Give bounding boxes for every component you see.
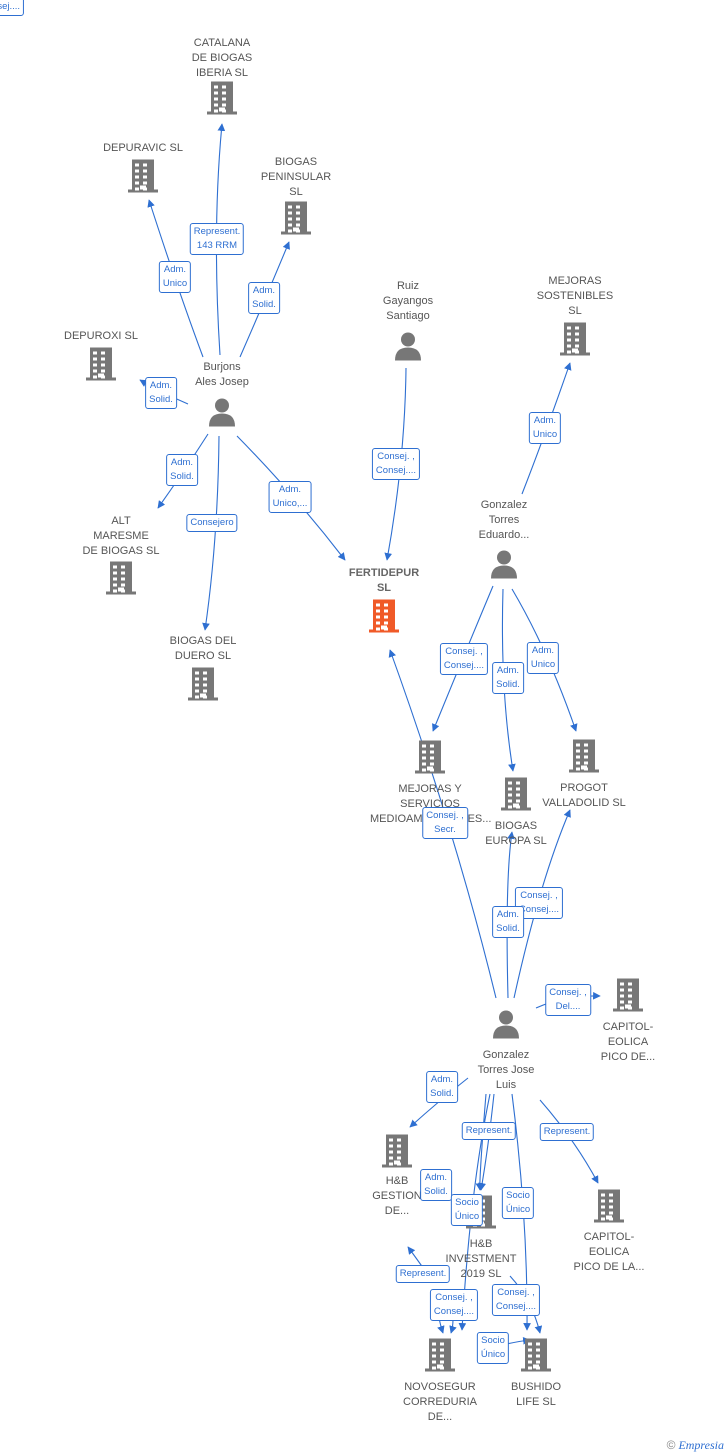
edge-label: Represent. 143 RRM bbox=[189, 223, 245, 255]
edge-label: Adm. Unico bbox=[528, 412, 562, 444]
edge-label: Represent. bbox=[395, 1265, 451, 1283]
edge-label: Socio Único bbox=[476, 1332, 510, 1364]
edge-label: Adm. Solid. bbox=[492, 662, 524, 694]
copyright-symbol: © bbox=[666, 1438, 676, 1452]
node-label[interactable]: BIOGAS EUROPA SL bbox=[485, 820, 547, 847]
node-label[interactable]: H&B INVESTMENT 2019 SL bbox=[445, 1238, 517, 1280]
edge-label: Consej. , Secr. bbox=[422, 807, 468, 839]
building-icon[interactable] bbox=[186, 666, 220, 707]
building-icon[interactable] bbox=[367, 598, 401, 639]
node-label[interactable]: Gonzalez Torres Eduardo... bbox=[478, 499, 530, 541]
edge-label: Adm. Unico bbox=[158, 261, 192, 293]
edge-label: Consej. , Consej.... bbox=[491, 1284, 541, 1316]
node-label[interactable]: FERTIDEPUR SL bbox=[348, 567, 420, 594]
node-label[interactable]: BUSHIDO LIFE SL bbox=[510, 1381, 562, 1408]
edge-label: Adm. Solid. bbox=[145, 377, 177, 409]
person-icon[interactable] bbox=[489, 549, 519, 584]
edge-line bbox=[539, 1099, 599, 1184]
building-icon[interactable] bbox=[423, 1337, 457, 1378]
edge-label: Consejero bbox=[186, 514, 238, 532]
building-icon[interactable] bbox=[567, 738, 601, 779]
edge-label: Consej. , Del.... bbox=[545, 984, 591, 1016]
edge-line bbox=[475, 1093, 487, 1191]
node-label[interactable]: PROGOT VALLADOLID SL bbox=[542, 782, 626, 809]
node-label[interactable]: Ruiz Gayangos Santiago bbox=[382, 280, 434, 322]
edge-label: Consej. , Consej.... bbox=[439, 643, 489, 675]
node-label[interactable]: Burjons Ales Josep bbox=[195, 361, 249, 388]
node-label[interactable]: MEJORAS SOSTENIBLES SL bbox=[536, 275, 614, 317]
brand-footer: ©Empresia bbox=[667, 1438, 724, 1453]
building-icon[interactable] bbox=[84, 346, 118, 387]
building-icon[interactable] bbox=[205, 80, 239, 121]
edge-label: Consej. , Consej.... bbox=[429, 1289, 479, 1321]
edge-label: Consej. , Consej.... bbox=[0, 0, 25, 16]
brand-logo: Empresia bbox=[678, 1438, 724, 1452]
node-label[interactable]: DEPUROXI SL bbox=[64, 330, 138, 342]
node-label[interactable]: BIOGAS PENINSULAR SL bbox=[260, 156, 332, 198]
building-icon[interactable] bbox=[611, 977, 645, 1018]
edge-label: Socio Único bbox=[450, 1194, 484, 1226]
edge-label: Consej. , Consej.... bbox=[371, 448, 421, 480]
node-label[interactable]: H&B GESTION DE... bbox=[372, 1175, 422, 1217]
building-icon[interactable] bbox=[592, 1188, 626, 1229]
building-icon[interactable] bbox=[499, 776, 533, 817]
building-icon[interactable] bbox=[279, 200, 313, 241]
node-label[interactable]: DEPURAVIC SL bbox=[103, 142, 183, 154]
edge-label: Represent. bbox=[539, 1123, 595, 1141]
building-icon[interactable] bbox=[558, 321, 592, 362]
node-label[interactable]: ALT MARESME DE BIOGAS SL bbox=[82, 515, 160, 557]
building-icon[interactable] bbox=[380, 1133, 414, 1174]
edge-label: Adm. Solid. bbox=[420, 1169, 452, 1201]
edge-line bbox=[506, 831, 515, 999]
edge-label: Represent. bbox=[461, 1122, 517, 1140]
person-icon[interactable] bbox=[491, 1009, 521, 1044]
edge-label: Socio Único bbox=[501, 1187, 535, 1219]
person-icon[interactable] bbox=[207, 397, 237, 432]
node-label[interactable]: NOVOSEGUR CORREDURIA DE... bbox=[403, 1381, 477, 1423]
node-label[interactable]: CAPITOL- EOLICA PICO DE... bbox=[600, 1021, 656, 1063]
edge-line bbox=[478, 1093, 495, 1191]
node-label[interactable]: CAPITOL- EOLICA PICO DE LA... bbox=[573, 1231, 645, 1273]
building-icon[interactable] bbox=[519, 1337, 553, 1378]
edge-label: Adm. Solid. bbox=[166, 454, 198, 486]
node-label[interactable]: CATALANA DE BIOGAS IBERIA SL bbox=[191, 37, 253, 79]
building-icon[interactable] bbox=[126, 158, 160, 199]
edge-label: Adm. Solid. bbox=[492, 906, 524, 938]
node-label[interactable]: Gonzalez Torres Jose Luis bbox=[477, 1049, 535, 1091]
edge-label: Adm. Unico,... bbox=[268, 481, 312, 513]
edge-label: Adm. Solid. bbox=[426, 1071, 458, 1103]
building-icon[interactable] bbox=[413, 739, 447, 780]
node-label[interactable]: BIOGAS DEL DUERO SL bbox=[169, 635, 237, 662]
edge-label: Adm. Unico bbox=[526, 642, 560, 674]
edge-label: Adm. Solid. bbox=[248, 282, 280, 314]
person-icon[interactable] bbox=[393, 331, 423, 366]
edge-line bbox=[202, 435, 220, 631]
building-icon[interactable] bbox=[104, 560, 138, 601]
